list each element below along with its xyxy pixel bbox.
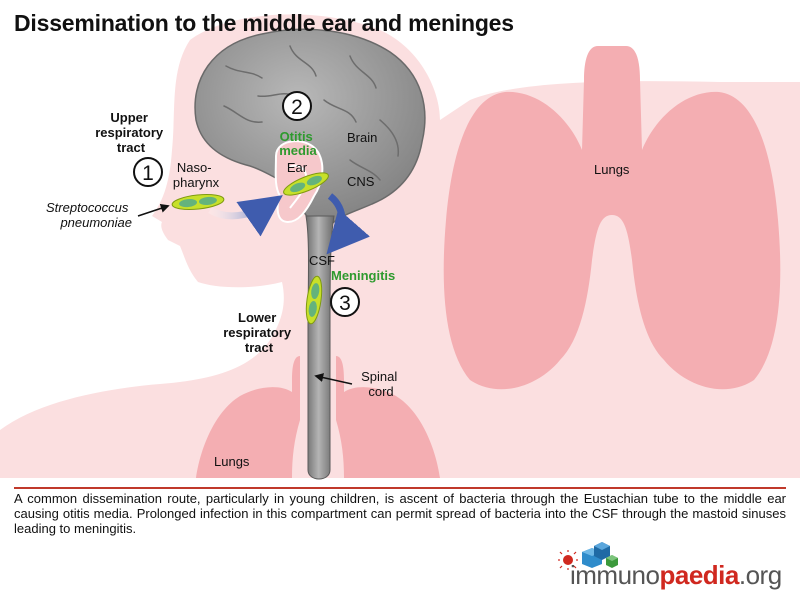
arrow-ear-to-csf — [326, 193, 370, 255]
step-badge-3: 3 — [330, 287, 360, 317]
svg-text:1: 1 — [142, 162, 154, 185]
step-badge-1: 1 — [133, 157, 163, 187]
bacterium-csf — [305, 275, 323, 325]
lungs-bottom-right — [336, 356, 440, 478]
label-bacterium: Streptococcus pneumoniae — [46, 200, 132, 230]
arrow-to-bacteria — [137, 204, 170, 217]
brain-folds — [223, 45, 400, 181]
step-badge-2: 2 — [282, 91, 312, 121]
dissemination-diagram: 1 2 3 Upper respiratory tract Naso- phar… — [0, 14, 800, 480]
label-upper-tract: Upper respiratory tract — [95, 110, 167, 155]
label-csf: CSF — [309, 253, 335, 268]
arrow-to-spinal-cord — [314, 373, 353, 385]
lungs-bottom-left — [196, 356, 300, 478]
label-spinal-cord: Spinal cord — [361, 369, 401, 399]
caption-divider — [14, 487, 786, 489]
immunopaedia-logo: immunopaedia.org — [556, 538, 786, 594]
svg-text:2: 2 — [291, 96, 303, 119]
label-lungs-bottom: Lungs — [214, 454, 250, 469]
caption: A common dissemination route, particular… — [14, 491, 786, 536]
page-title: Dissemination to the middle ear and meni… — [14, 10, 514, 36]
logo-mark — [558, 542, 618, 570]
lungs-right — [443, 46, 781, 390]
label-ear: Ear — [287, 160, 308, 175]
logo-wordmark: immunopaedia.org — [570, 560, 782, 590]
label-lungs-right: Lungs — [594, 162, 630, 177]
arrow-nasopharynx-to-ear — [208, 195, 283, 237]
label-otitis-media: Otitis media — [279, 129, 317, 158]
bacterium-nasopharynx — [171, 194, 225, 210]
brain — [194, 28, 426, 227]
label-nasopharynx: Naso- pharynx — [173, 160, 220, 190]
label-brain: Brain — [347, 130, 377, 145]
label-meningitis: Meningitis — [331, 268, 395, 283]
label-lower-tract: Lower respiratory tract — [223, 310, 295, 355]
svg-text:3: 3 — [339, 292, 351, 315]
bacterium-ear — [283, 172, 329, 196]
label-cns: CNS — [347, 174, 375, 189]
